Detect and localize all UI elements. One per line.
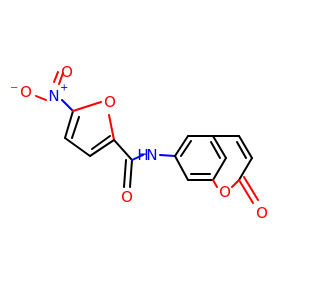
atom-h-amide: H — [137, 146, 148, 164]
bond-n-c6 — [159, 154, 176, 157]
atom-o-ring: O — [219, 183, 231, 201]
bond-ofuran-c5 — [72, 101, 102, 112]
bond-n-o-single — [35, 95, 47, 101]
atom-o-furan: O — [104, 93, 116, 111]
bond-c5-c4-inner — [71, 116, 80, 139]
atom-o-lactone: O — [256, 204, 268, 222]
bond-n-o-double — [58, 72, 64, 85]
bond-c3-c2 — [238, 157, 253, 181]
bond-c6-c5a-inner — [180, 140, 192, 157]
bond-n-c5 — [61, 99, 74, 112]
bond-c4a-c8a — [212, 135, 227, 159]
bond-c4a-c8a-inner — [210, 141, 221, 159]
atom-label-layer: O N + O − O N H O O O — [10, 63, 268, 222]
atom-o-nitro-top: O — [61, 63, 73, 81]
charge-plus: + — [60, 83, 68, 94]
bond-camide-n — [131, 154, 144, 161]
bond-c8a-c8 — [212, 157, 227, 181]
bond-c4-c3-inner — [236, 141, 247, 159]
bond-c3-c2-inner — [91, 135, 111, 150]
bond-n-o-double-2 — [53, 71, 59, 83]
bond-c2-oring — [231, 179, 240, 188]
atom-o-amide: O — [121, 188, 133, 206]
bond-c2-olactone — [238, 179, 254, 204]
bond-c6-c5a — [174, 135, 189, 157]
bond-c2-camide — [113, 139, 133, 161]
bond-layer — [35, 71, 259, 204]
bond-camide-oamide — [129, 159, 133, 188]
atom-o-nitro-minus: O — [20, 83, 32, 101]
bond-camide-oamide-2 — [123, 159, 127, 188]
bond-c5-c4 — [64, 110, 74, 139]
atom-n-nitro: N — [48, 87, 59, 105]
bond-c2-ofuran — [108, 114, 115, 141]
bond-c4-c3 — [64, 137, 91, 157]
bond-c7-c6 — [174, 155, 189, 181]
bond-c4-c3 — [238, 135, 253, 159]
charge-minus: − — [10, 83, 18, 94]
bond-oring-c8a — [212, 179, 218, 188]
atom-n-amide: N — [146, 146, 157, 164]
bond-c3-c2 — [89, 139, 115, 157]
bond-c2-olactone-2 — [243, 176, 259, 201]
chemical-structure: O N + O − O N H O O O — [10, 63, 268, 222]
